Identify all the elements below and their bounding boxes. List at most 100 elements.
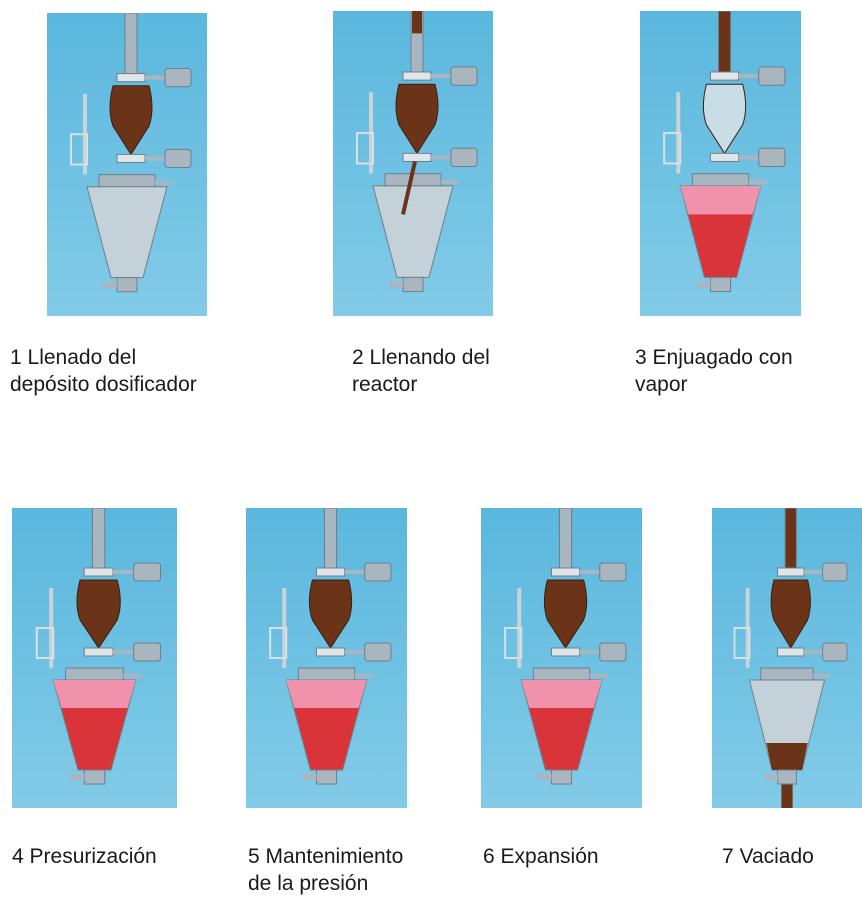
machine-diagram	[47, 13, 207, 316]
step-3-illustration	[640, 11, 801, 316]
upper-valve	[710, 72, 738, 80]
reactor-head	[761, 668, 814, 680]
grain-in-pipe	[412, 11, 422, 33]
step-1-illustration	[47, 13, 207, 316]
reactor-side-valve	[155, 181, 173, 185]
step-7-caption: 7 Vaciado	[722, 843, 814, 870]
step-4-caption: 4 Presurización	[12, 843, 157, 870]
outlet-valve	[710, 277, 730, 291]
step-2-caption: 2 Llenando del reactor	[352, 344, 490, 398]
lower-valve-arm	[113, 650, 134, 654]
outlet-arm	[765, 774, 778, 780]
reactor-head	[533, 668, 589, 680]
upper-valve	[551, 568, 579, 576]
lower-valve-arm	[431, 155, 451, 159]
inlet-pipe	[785, 508, 796, 568]
step-7-illustration	[712, 508, 862, 808]
lower-actuator	[823, 643, 847, 661]
dosing-vessel	[771, 580, 810, 648]
reactor-head	[99, 175, 155, 187]
outlet-arm	[696, 281, 710, 287]
lower-actuator	[134, 643, 161, 661]
dosing-vessel	[77, 580, 120, 648]
lower-actuator	[365, 643, 391, 661]
reactor-glow	[521, 680, 602, 708]
dosing-vessel	[110, 86, 152, 155]
upper-actuator	[134, 563, 161, 581]
outlet-valve	[316, 770, 336, 784]
outlet-valve	[117, 278, 137, 292]
lower-valve	[551, 648, 579, 656]
upper-valve	[403, 72, 431, 80]
lower-valve	[403, 153, 431, 161]
lower-valve-arm	[804, 650, 823, 654]
step-3-caption: 3 Enjuagado con vapor	[635, 344, 793, 398]
step-4-illustration	[12, 508, 177, 808]
inlet-pipe	[324, 508, 336, 568]
inlet-pipe	[92, 508, 104, 568]
reactor-cone	[87, 187, 167, 278]
reactor-side-valve	[749, 180, 767, 184]
upper-valve	[778, 568, 804, 576]
upper-actuator	[823, 563, 847, 581]
grain-in-reactor	[766, 743, 807, 770]
outlet-valve	[778, 770, 797, 784]
inlet-pipe	[559, 508, 571, 568]
outlet-valve	[551, 770, 571, 784]
lower-valve	[316, 648, 344, 656]
upper-valve	[316, 568, 344, 576]
lower-actuator	[759, 148, 785, 166]
outlet-valve	[403, 277, 423, 291]
lower-actuator	[451, 148, 477, 166]
reactor-head	[298, 668, 354, 680]
upper-actuator	[165, 69, 191, 87]
reactor-side-valve	[355, 674, 373, 678]
lower-valve	[84, 648, 113, 656]
lower-valve-arm	[580, 650, 600, 654]
reactor-head	[692, 174, 748, 186]
lower-valve-arm	[739, 155, 759, 159]
outlet-arm	[70, 774, 84, 780]
machine-diagram	[481, 508, 642, 808]
upper-actuator	[759, 67, 785, 85]
reactor-head	[66, 668, 124, 680]
reactor-glow	[53, 680, 136, 708]
outlet-arm	[389, 281, 403, 287]
lower-valve	[778, 648, 804, 656]
inlet-pipe	[718, 11, 730, 72]
outlet-arm	[103, 282, 117, 288]
upper-valve-arm	[345, 570, 365, 574]
inlet-pipe	[125, 13, 137, 74]
reactor-glow	[286, 680, 367, 708]
dosing-vessel	[703, 84, 745, 153]
upper-valve-arm	[431, 74, 451, 78]
step-5-illustration	[246, 508, 407, 808]
outlet-arm	[537, 774, 551, 780]
reactor-side-valve	[590, 674, 608, 678]
upper-actuator	[451, 67, 477, 85]
lower-valve	[117, 154, 145, 162]
machine-diagram	[246, 508, 407, 808]
step-6-illustration	[481, 508, 642, 808]
outlet-valve	[84, 770, 105, 784]
lower-actuator	[600, 643, 626, 661]
upper-valve-arm	[739, 74, 759, 78]
lower-valve-arm	[145, 156, 165, 160]
outlet-arm	[302, 774, 316, 780]
upper-valve-arm	[113, 570, 134, 574]
lower-actuator	[165, 149, 191, 167]
reactor-side-valve	[441, 180, 459, 184]
step-5-caption: 5 Mantenimiento de la presión	[248, 843, 403, 897]
step-1-caption: 1 Llenado del depósito dosificador	[10, 344, 197, 398]
lower-valve	[710, 153, 738, 161]
upper-valve	[84, 568, 113, 576]
reactor-cone	[373, 186, 453, 278]
machine-diagram	[333, 11, 493, 316]
reactor-glow	[680, 186, 761, 214]
upper-actuator	[365, 563, 391, 581]
upper-valve-arm	[580, 570, 600, 574]
upper-valve	[117, 74, 145, 82]
dosing-vessel	[309, 580, 351, 648]
reactor-side-valve	[813, 674, 830, 678]
step-6-caption: 6 Expansión	[483, 843, 599, 870]
